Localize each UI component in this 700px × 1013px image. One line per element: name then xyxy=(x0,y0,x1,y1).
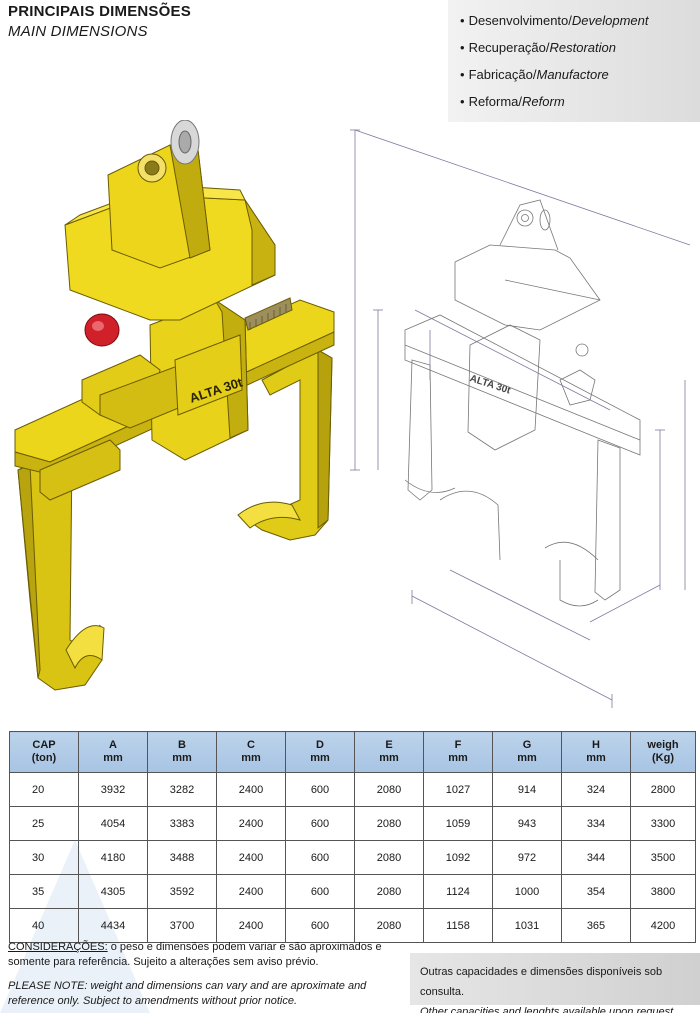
table-cell: 4305 xyxy=(78,874,148,909)
table-cell: 1124 xyxy=(423,874,493,909)
table-cell: 3500 xyxy=(630,840,696,875)
table-cell: 1092 xyxy=(423,840,493,875)
table-cell: 943 xyxy=(492,806,562,841)
table-cell: 4434 xyxy=(78,908,148,943)
table-cell: 2400 xyxy=(216,874,286,909)
table-cell: 2080 xyxy=(354,874,424,909)
technical-drawing: ALTA 30t xyxy=(350,129,691,708)
table-cell: 4054 xyxy=(78,806,148,841)
table-cell: 334 xyxy=(561,806,631,841)
other-capacities-box: Outras capacidades e dimensões disponíve… xyxy=(410,953,700,1013)
table-cell: 1027 xyxy=(423,772,493,807)
page-subtitle: MAIN DIMENSIONS xyxy=(8,23,148,40)
table-cell: 914 xyxy=(492,772,562,807)
table-cell: 600 xyxy=(285,908,355,943)
table-cell: 25 xyxy=(9,806,79,841)
table-cell: 600 xyxy=(285,806,355,841)
bullet-icon: • xyxy=(460,13,465,28)
table-cell: 40 xyxy=(9,908,79,943)
table-cell: 4200 xyxy=(630,908,696,943)
page-title: PRINCIPAIS DIMENSÕES xyxy=(8,3,191,20)
other-capacities-en: Other capacities and lenghts available u… xyxy=(420,1006,677,1013)
other-capacities-pt: Outras capacidades e dimensões disponíve… xyxy=(420,966,663,998)
table-cell: 344 xyxy=(561,840,631,875)
column-header: CAP(ton) xyxy=(9,731,79,773)
table-cell: 2080 xyxy=(354,772,424,807)
table-cell: 972 xyxy=(492,840,562,875)
table-cell: 3488 xyxy=(147,840,217,875)
table-cell: 600 xyxy=(285,874,355,909)
table-cell: 1158 xyxy=(423,908,493,943)
table-cell: 35 xyxy=(9,874,79,909)
table-cell: 1000 xyxy=(492,874,562,909)
table-cell: 1059 xyxy=(423,806,493,841)
table-cell: 4180 xyxy=(78,840,148,875)
table-cell: 2800 xyxy=(630,772,696,807)
service-item: •Recuperação/Restoration xyxy=(460,40,616,55)
table-cell: 365 xyxy=(561,908,631,943)
table-cell: 3700 xyxy=(147,908,217,943)
table-cell: 1031 xyxy=(492,908,562,943)
table-cell: 2080 xyxy=(354,840,424,875)
table-cell: 20 xyxy=(9,772,79,807)
table-cell: 2080 xyxy=(354,908,424,943)
table-cell: 2400 xyxy=(216,840,286,875)
service-item: •Fabricação/Manufactore xyxy=(460,67,609,82)
please-note: PLEASE NOTE: weight and dimensions can v… xyxy=(8,980,367,1007)
considerations-note: CONSIDERAÇÕES: o peso e dimensões podem … xyxy=(8,941,382,968)
table-cell: 3282 xyxy=(147,772,217,807)
table-cell: 600 xyxy=(285,840,355,875)
table-cell: 2080 xyxy=(354,806,424,841)
service-item: •Desenvolvimento/Development xyxy=(460,13,649,28)
table-cell: 30 xyxy=(9,840,79,875)
bullet-icon: • xyxy=(460,40,465,55)
table-cell: 324 xyxy=(561,772,631,807)
table-cell: 3932 xyxy=(78,772,148,807)
service-item: •Reforma/Reform xyxy=(460,94,565,109)
table-cell: 3300 xyxy=(630,806,696,841)
coil-lifter-render: ALTA 30t xyxy=(14,120,335,691)
table-cell: 2400 xyxy=(216,806,286,841)
table-cell: 2400 xyxy=(216,772,286,807)
services-list: •Desenvolvimento/Development •Recuperaçã… xyxy=(448,0,700,122)
drawing-label: ALTA 30t xyxy=(468,373,512,397)
table-cell: 3800 xyxy=(630,874,696,909)
coil-lifter-illustration: ALTA 30t ALTA 30t xyxy=(14,120,691,708)
bullet-icon: • xyxy=(460,94,465,109)
table-cell: 3592 xyxy=(147,874,217,909)
table-cell: 2400 xyxy=(216,908,286,943)
column-header: weigh(Kg) xyxy=(630,731,696,773)
table-cell: 600 xyxy=(285,772,355,807)
table-cell: 354 xyxy=(561,874,631,909)
table-cell: 3383 xyxy=(147,806,217,841)
bullet-icon: • xyxy=(460,67,465,82)
